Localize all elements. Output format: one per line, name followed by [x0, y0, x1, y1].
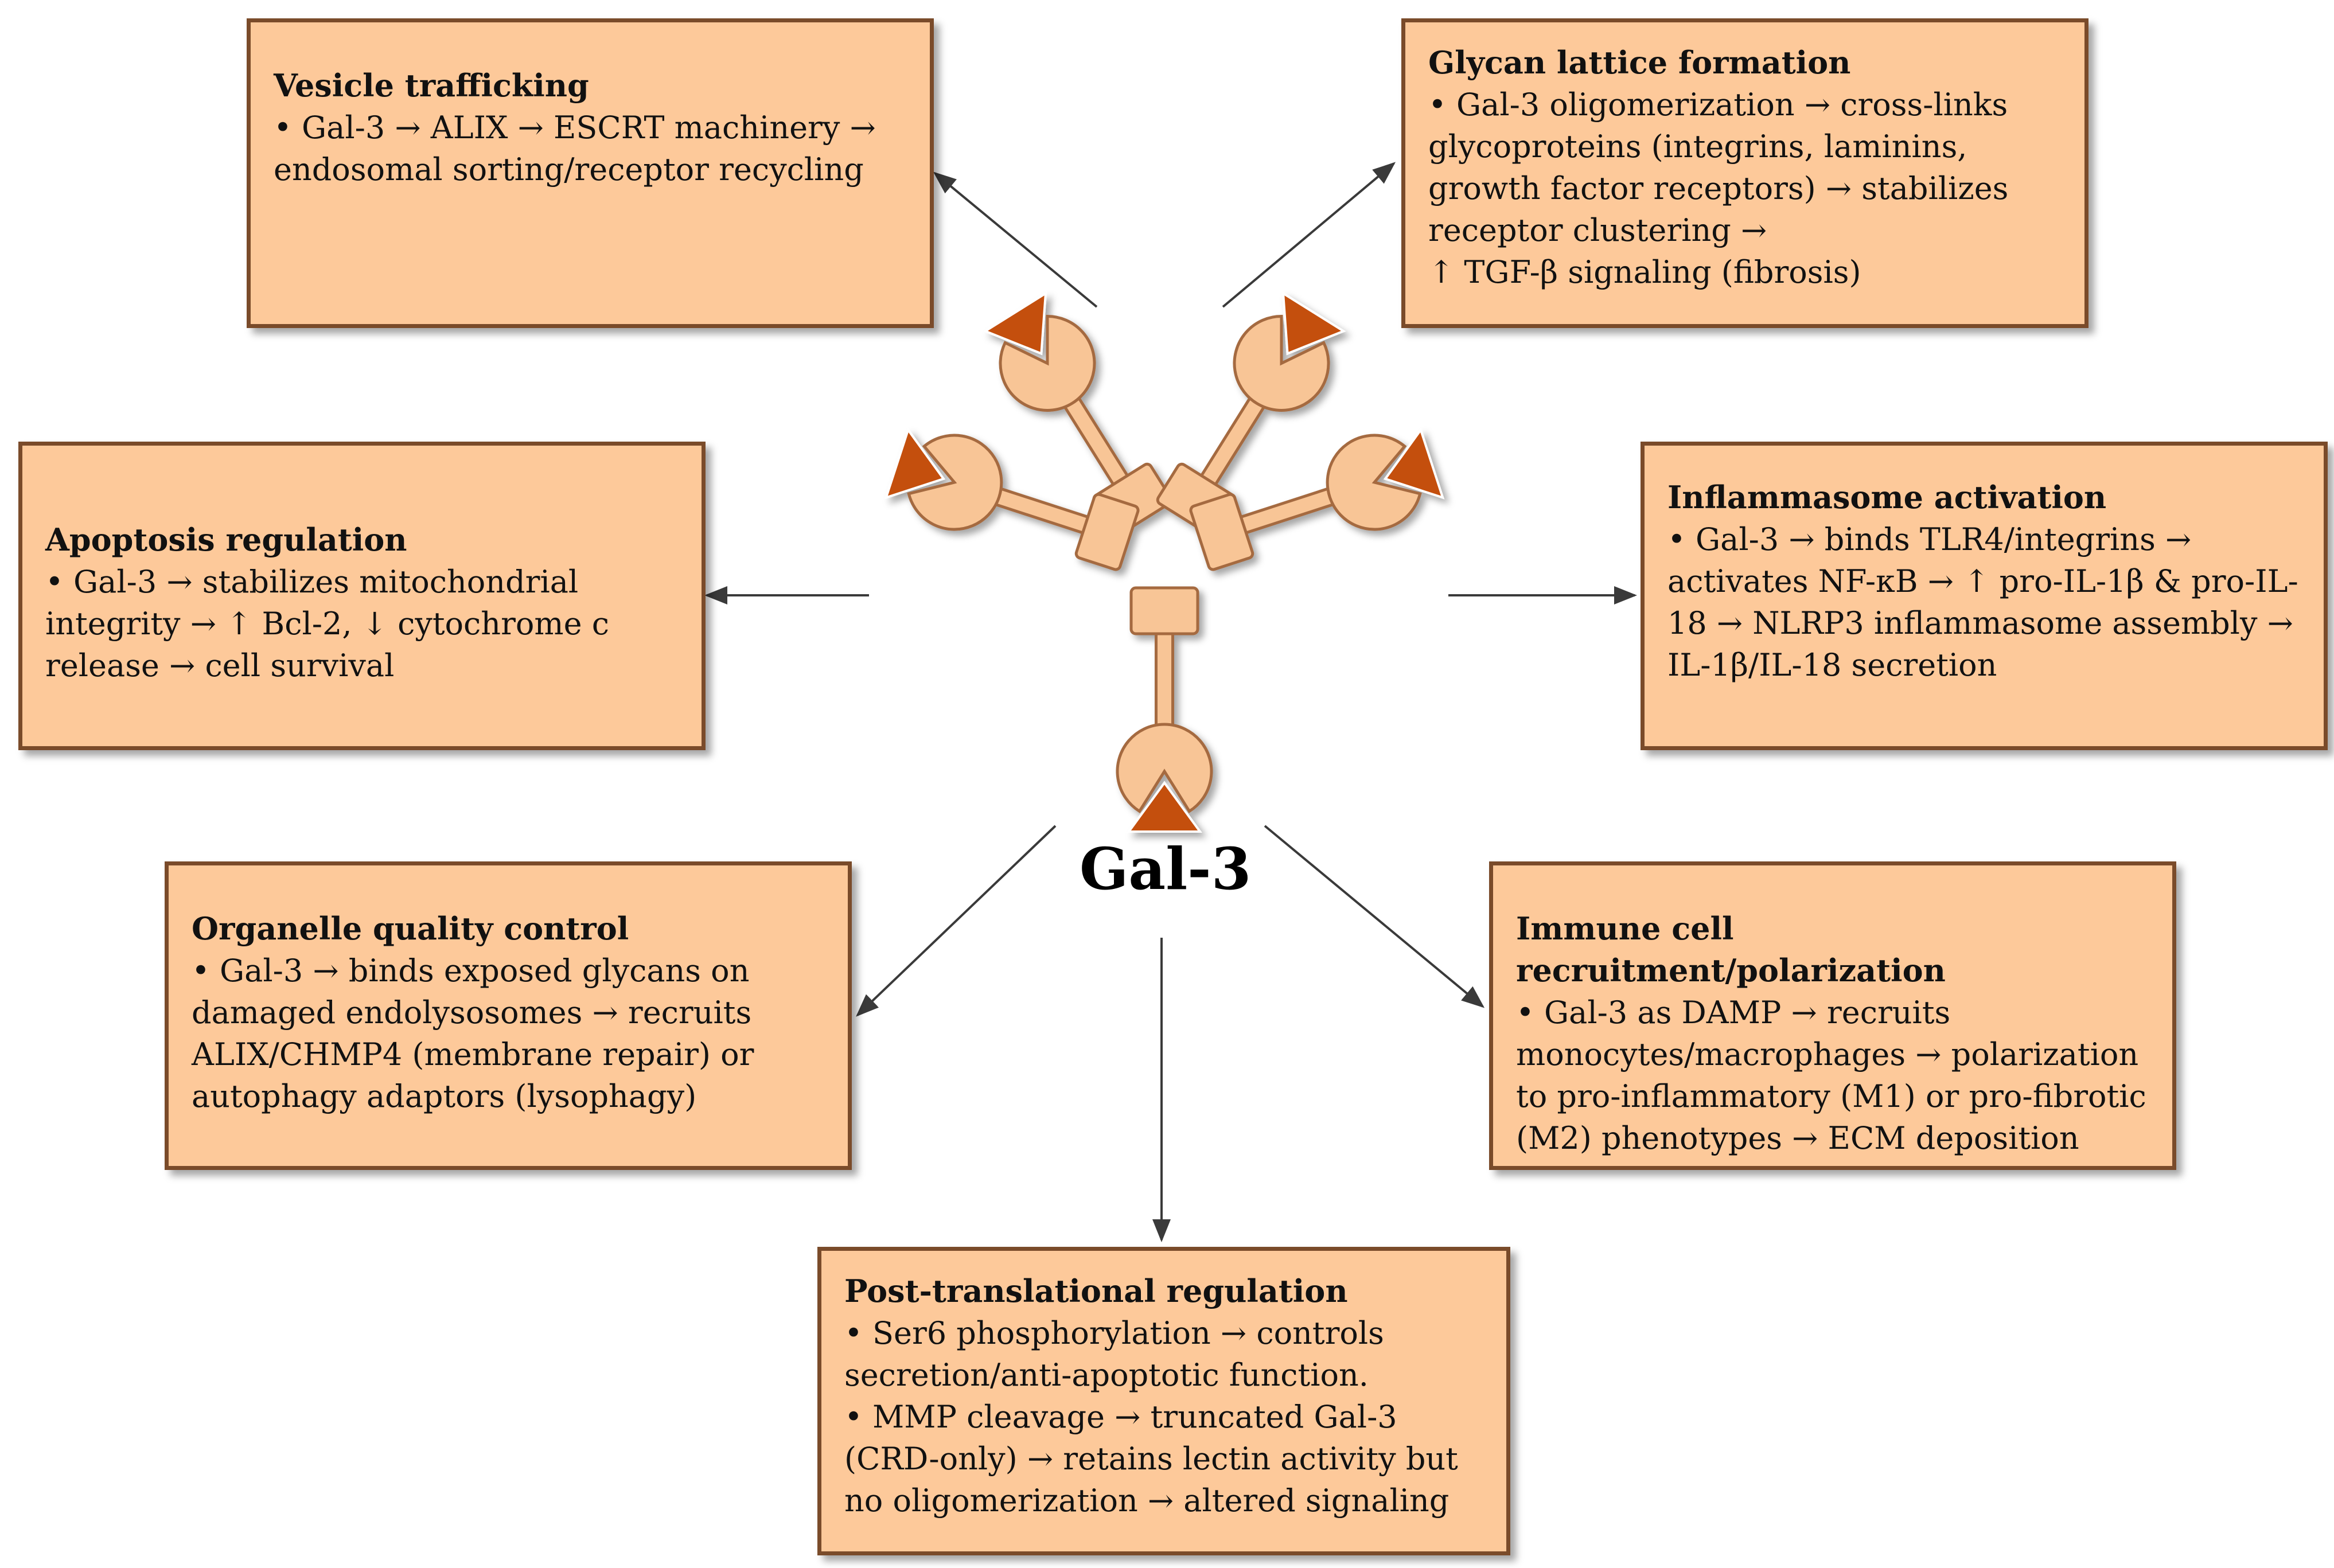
glycan-ligand-triangle — [983, 291, 1047, 356]
glycan-ligand-triangle — [1383, 427, 1445, 500]
box-text-line: damaged endolysosomes → recruits — [192, 994, 752, 1031]
gal3-subunit-right — [1189, 427, 1445, 571]
box-text-line: • Gal-3 oligomerization → cross-links — [1428, 87, 2008, 123]
gal3-subunit-bottom — [1116, 586, 1213, 833]
organelle-quality-control-box: Organelle quality control • Gal-3 → bind… — [165, 861, 852, 1170]
box-text-line: secretion/anti-apoptotic function. — [844, 1357, 1369, 1393]
box-text-line: (M2) phenotypes → ECM deposition — [1516, 1120, 2079, 1156]
box-title: Vesicle trafficking — [274, 67, 589, 104]
box-text-line: • MMP cleavage → truncated Gal-3 — [844, 1399, 1397, 1435]
glycan-lattice-box: Glycan lattice formation • Gal-3 oligome… — [1401, 18, 2088, 328]
n-terminal-domain — [1129, 586, 1199, 635]
linker-stalk — [1201, 383, 1272, 487]
arrow-to-vesicle — [933, 171, 1098, 308]
arrows — [704, 162, 1637, 1242]
carbohydrate-recognition-domain — [1233, 314, 1330, 412]
box-text-line: • Gal-3 as DAMP → recruits — [1516, 994, 1951, 1031]
arrow-to-glycan — [1222, 162, 1396, 308]
box-title: Organelle quality control — [192, 910, 629, 947]
box-title: Immune cell recruitment/polarization — [1516, 910, 1946, 989]
vesicle-trafficking-box: Vesicle trafficking • Gal-3 → ALIX → ESC… — [247, 18, 934, 328]
box-text-line: growth factor receptors) → stabilizes — [1428, 170, 2009, 206]
box-text-line: activates NF-κB → ↑ pro-IL-1β & pro-IL- — [1667, 563, 2298, 599]
carbohydrate-recognition-domain — [907, 434, 1003, 531]
box-title: Inflammasome activation — [1667, 479, 2107, 516]
carbohydrate-recognition-domain — [1116, 723, 1213, 813]
box-title: Apoptosis regulation — [45, 521, 407, 558]
carbohydrate-recognition-domain — [999, 314, 1096, 412]
arrow-to-organelle — [856, 825, 1057, 1017]
post-translational-regulation-box: Post-translational regulation • Ser6 pho… — [817, 1247, 1510, 1555]
inflammasome-activation-box: Inflammasome activation • Gal-3 → binds … — [1641, 442, 2328, 750]
gal3-subunit-left — [884, 427, 1140, 571]
box-text-line: 18 → NLRP3 inflammasome assembly → — [1667, 605, 2293, 641]
box-text-line: • Gal-3 → binds exposed glycans on — [192, 953, 750, 989]
gal3-pentamer-molecule — [884, 291, 1445, 833]
n-terminal-domain — [1189, 493, 1254, 571]
glycan-ligand-triangle — [1127, 781, 1202, 833]
box-text-line: release → cell survival — [45, 648, 395, 684]
box-text-line: ALIX/CHMP4 (membrane repair) or — [192, 1036, 754, 1072]
glycan-ligand-triangle — [884, 427, 946, 500]
box-title: Post-translational regulation — [844, 1273, 1348, 1309]
linker-stalk — [1057, 383, 1128, 487]
carbohydrate-recognition-domain — [1326, 434, 1422, 531]
arrow-to-immune — [1264, 825, 1485, 1008]
box-text-line: glycoproteins (integrins, laminins, — [1428, 128, 1967, 165]
n-terminal-domain — [1074, 493, 1140, 571]
box-text-line: integrity → ↑ Bcl-2, ↓ cytochrome c — [45, 606, 609, 642]
box-title: Glycan lattice formation — [1428, 44, 1851, 81]
box-text-line: to pro-inflammatory (M1) or pro-fibrotic — [1516, 1078, 2146, 1114]
box-text-line: IL-1β/IL-18 secretion — [1667, 647, 1997, 683]
linker-stalk — [1236, 485, 1351, 532]
apoptosis-regulation-box: Apoptosis regulation • Gal-3 → stabilize… — [18, 442, 706, 750]
box-text-line: receptor clustering → — [1428, 212, 1767, 248]
box-text-line: autophagy adaptors (lysophagy) — [192, 1078, 697, 1114]
box-text-line: • Gal-3 → stabilizes mitochondrial — [45, 564, 579, 600]
box-text-line: no oligomerization → altered signaling — [844, 1483, 1450, 1519]
box-text-line: monocytes/macrophages → polarization — [1516, 1036, 2139, 1072]
immune-cell-recruitment-box: Immune cell recruitment/polarization • G… — [1489, 861, 2176, 1170]
glycan-ligand-triangle — [1281, 291, 1346, 356]
box-text-line: • Gal-3 → binds TLR4/integrins → — [1667, 521, 2192, 557]
box-text-line: • Gal-3 → ALIX → ESCRT machinery → — [274, 110, 876, 146]
gal3-hub-label: Gal-3 — [1080, 835, 1252, 903]
box-text-line: • Ser6 phosphorylation → controls — [844, 1315, 1384, 1351]
box-text-line: (CRD-only) → retains lectin activity but — [844, 1441, 1458, 1477]
box-text-line: endosomal sorting/receptor recycling — [274, 151, 864, 188]
box-text-line: ↑ TGF-β signaling (fibrosis) — [1428, 254, 1861, 290]
linker-stalk — [977, 485, 1093, 532]
